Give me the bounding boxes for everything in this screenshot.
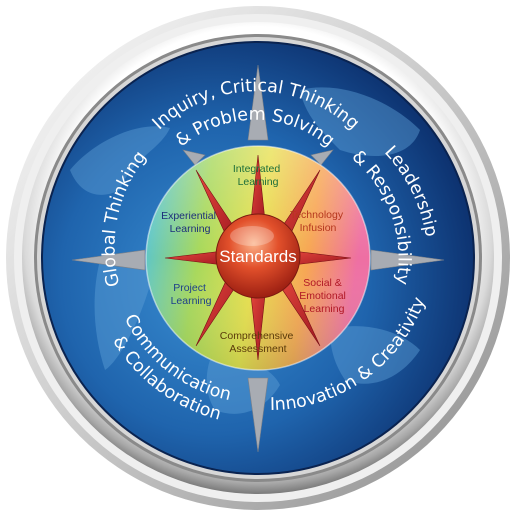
inner-labels: Integrated Learning Technology Infusion … — [161, 163, 349, 355]
standards-orb: Standards — [215, 213, 301, 299]
compass-spikes — [71, 64, 445, 453]
integrated-learning-label: Integrated Learning — [233, 163, 283, 188]
project-learning-label: Project Learning — [171, 282, 212, 307]
technology-infusion-label: Technology Infusion — [290, 209, 346, 234]
experiential-learning-label: Experiential Learning — [161, 210, 219, 235]
social-emotional-learning-label: Social & Emotional Learning — [299, 277, 349, 315]
comprehensive-assessment-label: Comprehensive Assessment — [220, 330, 296, 355]
continents-shapes — [70, 87, 420, 414]
center-label: Standards — [219, 247, 297, 266]
